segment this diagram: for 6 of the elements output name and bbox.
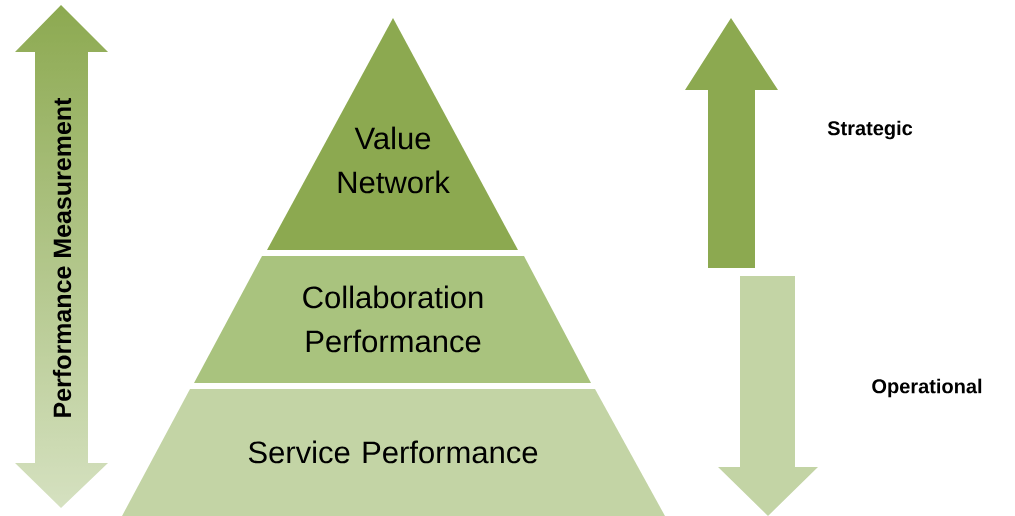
pyramid-layer: Value Network [267, 18, 518, 250]
double-arrow: Performance Measurement [52, 97, 72, 417]
pyramid-layer: Service Performance [122, 389, 665, 516]
level-label: Strategic [827, 120, 913, 140]
pyramid-layer: Collaboration Performance [194, 256, 591, 383]
level-label: Operational [872, 378, 982, 398]
